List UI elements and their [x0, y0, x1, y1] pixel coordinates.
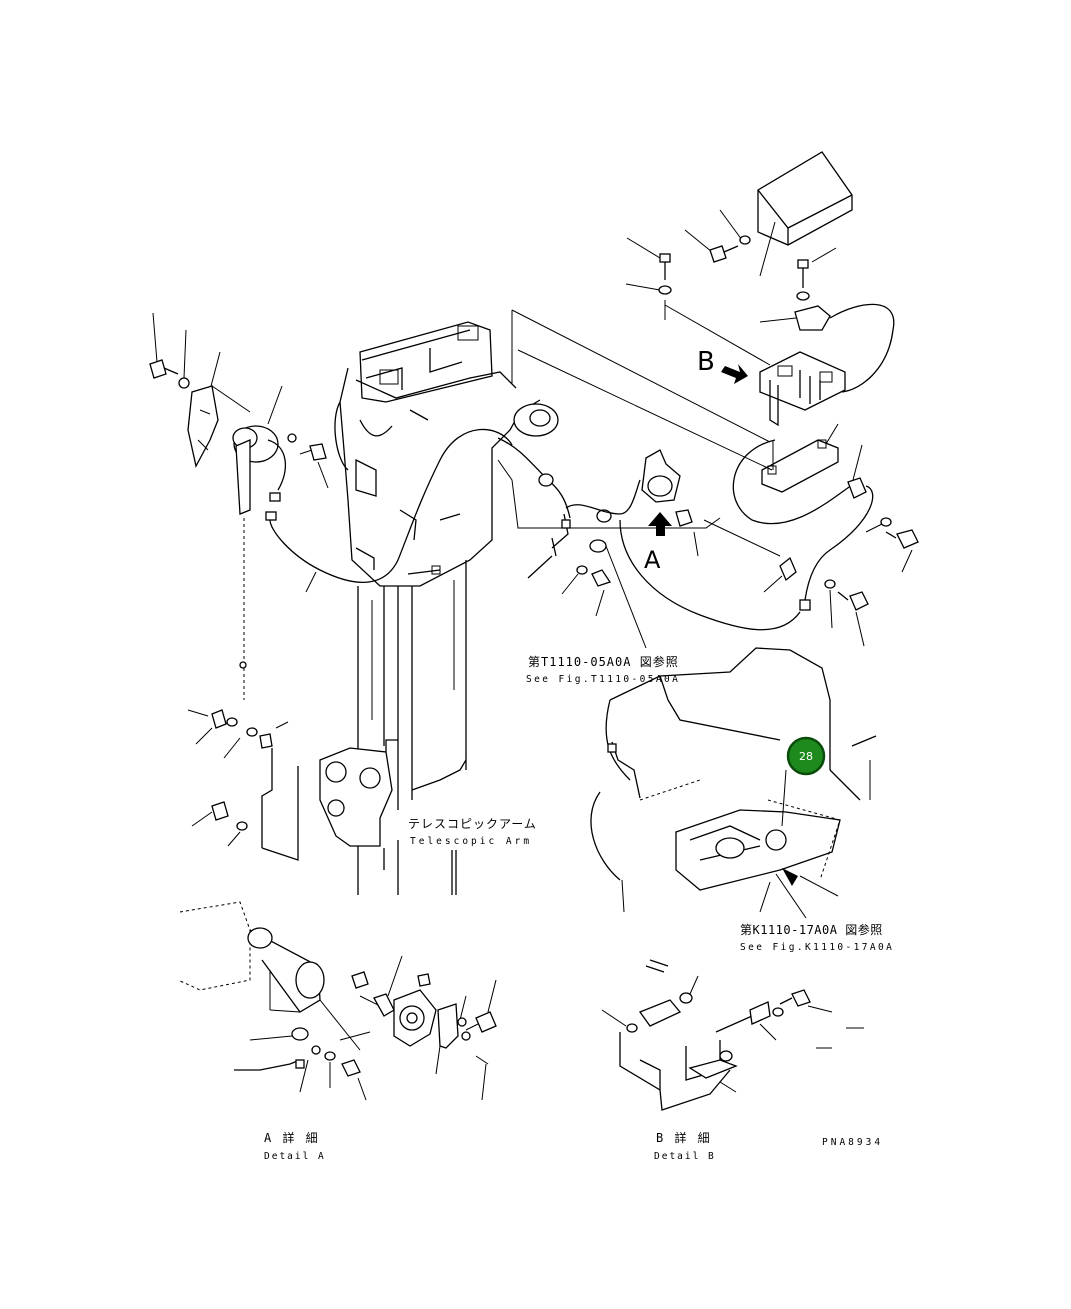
part-marker-label[interactable]: 28	[799, 750, 813, 763]
view-marker-a: A	[644, 546, 661, 574]
see-fig-k-en: See Fig.K1110-17A0A	[740, 942, 894, 953]
arm-label-ja: テレスコピックアーム	[408, 817, 537, 831]
detail-b-title-en: Detail B	[654, 1151, 716, 1162]
detail-a-title-en: Detail A	[264, 1151, 326, 1162]
see-fig-t-en: See Fig.T1110-05A0A	[526, 674, 680, 685]
arm-label-en: Telescopic Arm	[410, 836, 532, 847]
left-sensor-assembly	[149, 312, 513, 700]
reference-lines	[497, 309, 781, 557]
drawing-code: PNA8934	[822, 1137, 883, 1148]
part-marker-28[interactable]: 28	[786, 736, 826, 776]
part-marker-ring	[786, 736, 826, 776]
see-fig-t-ja: 第T1110-05A0A 図参照	[528, 654, 679, 669]
switch-box-assembly	[625, 151, 919, 647]
left-bracket-assembly	[187, 709, 299, 861]
detail-b-title-ja: B 詳 細	[656, 1130, 712, 1145]
machine-body	[590, 647, 877, 919]
detail-b-drawing	[601, 959, 864, 1111]
view-marker-b: B	[697, 347, 715, 377]
detail-a-drawing	[177, 901, 497, 1101]
telescopic-arm-body	[319, 321, 801, 895]
part-marker-circle[interactable]	[788, 738, 824, 774]
see-fig-k-ja: 第K1110-17A0A 図参照	[740, 922, 883, 937]
detail-a-title-ja: A 詳 細	[264, 1130, 320, 1145]
